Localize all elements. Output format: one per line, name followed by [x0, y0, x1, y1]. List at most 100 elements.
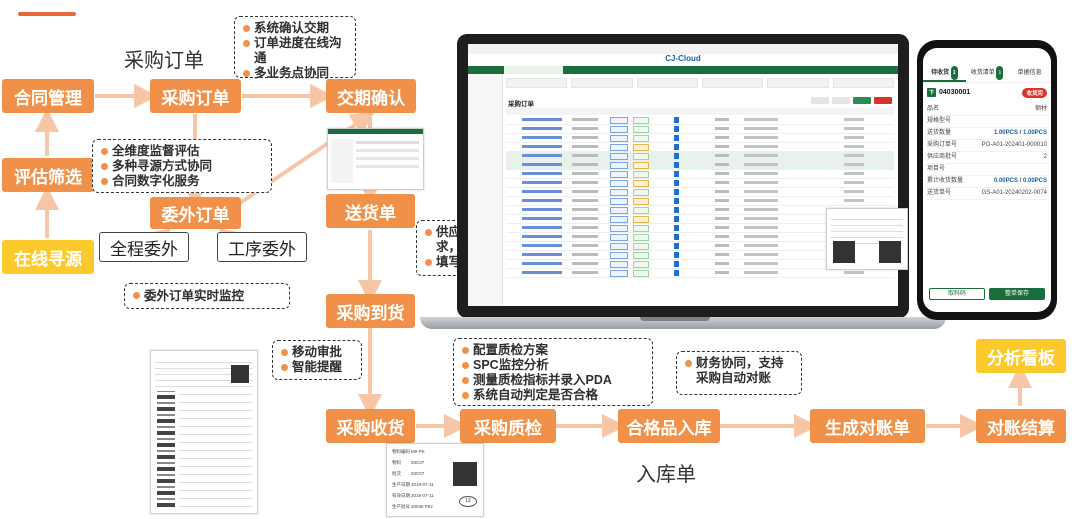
note-delivery-confirm: 系统确认交期 订单进度在线沟通 多业务点协同 [234, 16, 356, 80]
note-line: 智能提醒 [292, 360, 343, 374]
node-full-outsourcing[interactable]: 全程委外 [99, 232, 189, 262]
table-toolbar[interactable] [811, 97, 892, 104]
label-key: 生产批号 [392, 504, 410, 509]
table-row[interactable] [506, 143, 894, 152]
phone-tab-pending[interactable]: 待收货 1 [923, 66, 966, 82]
phone-tab-list[interactable]: 收货清单 1 [966, 66, 1009, 82]
tab-label: 待收货 [931, 70, 950, 76]
laptop-app: CJ-Cloud 采购订单 [468, 44, 898, 306]
delivery-note-document [826, 208, 908, 270]
save-all-button[interactable]: 整单保存 [989, 288, 1045, 300]
label-value: M0-PK [411, 449, 425, 454]
node-purchase-order[interactable]: 采购订单 [150, 79, 241, 113]
node-evaluation-screening[interactable]: 评估筛选 [2, 158, 94, 192]
note-line: 配置质检方案 [473, 343, 549, 357]
note-qc: 配置质检方案 SPC监控分析 测量质检指标并录入PDA 系统自动判定是否合格 [453, 338, 653, 406]
note-line: 委外订单实时监控 [144, 289, 245, 303]
phone-buttons: 取料码 整单保存 [929, 288, 1045, 300]
label-value: 03C07 [411, 460, 425, 465]
section-label-warehouse-receipt: 入库单 [636, 464, 696, 486]
section-label-purchase-order: 采购订单 [124, 50, 204, 72]
note-line: 全维度监督评估 [112, 144, 200, 158]
node-online-sourcing[interactable]: 在线寻源 [2, 240, 94, 274]
node-delivery-note[interactable]: 送货单 [326, 194, 415, 228]
laptop-base [420, 317, 946, 329]
note-line: SPC监控分析 [473, 358, 549, 372]
label-key: 生产日期 [392, 482, 410, 487]
thumbnail-screenshot [327, 128, 424, 190]
tab-label: 单据信息 [1017, 70, 1042, 76]
receive-button[interactable]: 收货完 [1022, 88, 1047, 98]
note-line: 系统确认交期 [254, 21, 330, 35]
note-line: 多种寻源方式协同 [112, 159, 213, 173]
note-line: 移动审批 [292, 345, 343, 359]
note-mobile: 移动审批 智能提醒 [272, 340, 362, 380]
table-row[interactable] [506, 134, 894, 143]
note-line: 系统自动判定是否合格 [473, 388, 599, 402]
table-row[interactable] [506, 170, 894, 179]
laptop-screen: CJ-Cloud 采购订单 [457, 34, 909, 318]
inspection-report-document [150, 350, 258, 514]
table-row[interactable] [506, 197, 894, 206]
label-key: 物料 [392, 460, 401, 465]
app-top-bar [468, 44, 898, 54]
label-value: 2019-07-11 [411, 493, 434, 498]
app-tab[interactable] [504, 66, 563, 74]
detail-line: 品名钢材 [927, 104, 1047, 116]
detail-line: 规格型号 [927, 116, 1047, 128]
note-line: 财务协同，支持采购自动对账 [696, 356, 784, 385]
node-process-outsourcing[interactable]: 工序委外 [217, 232, 307, 262]
table-row[interactable] [506, 188, 894, 197]
node-purchase-receipt[interactable]: 采购收货 [326, 409, 415, 443]
qty-badge: 12 [459, 496, 477, 507]
filter-bar[interactable] [506, 78, 894, 88]
node-outsourcing-order[interactable]: 委外订单 [150, 197, 241, 229]
label-value: 20036 P02 [411, 504, 433, 509]
node-reconciliation[interactable]: 对账结算 [976, 409, 1066, 443]
note-line: 合同数字化服务 [112, 174, 200, 188]
table-row[interactable] [506, 161, 894, 170]
node-analysis-board[interactable]: 分析看板 [976, 339, 1066, 373]
label-value: 03C07 [411, 471, 425, 476]
tab-badge: 1 [996, 66, 1004, 80]
label-value: 2019-07-11 [411, 482, 434, 487]
node-purchase-qc[interactable]: 采购质检 [460, 409, 556, 443]
node-delivery-confirm[interactable]: 交期确认 [326, 79, 416, 113]
note-line: 测量质检指标并录入PDA [473, 373, 612, 387]
table-row[interactable] [506, 125, 894, 134]
table-row[interactable] [506, 116, 894, 125]
table-header [506, 108, 894, 115]
qr-code-icon [453, 462, 477, 486]
node-contract-management[interactable]: 合同管理 [2, 79, 94, 113]
table-row[interactable] [506, 260, 894, 269]
table-row[interactable] [506, 152, 894, 161]
app-sidebar [468, 74, 503, 306]
note-finance: 财务协同，支持采购自动对账 [676, 351, 802, 395]
table-row[interactable] [506, 269, 894, 278]
app-title: CJ-Cloud [665, 54, 701, 63]
laptop-notch [640, 317, 710, 321]
note-line: 订单进度在线沟通 [254, 36, 342, 65]
phone-tabs: 待收货 1 收货清单 1 单据信息 [923, 66, 1051, 83]
accent-line [18, 12, 76, 16]
doc-number: 04030001 [939, 89, 971, 96]
detail-line: 项目号 [927, 164, 1047, 176]
node-qualified-storage[interactable]: 合格品入库 [618, 409, 720, 443]
table-row[interactable] [506, 179, 894, 188]
node-purchase-arrival[interactable]: 采购到货 [326, 294, 415, 328]
material-code-button[interactable]: 取料码 [929, 288, 985, 300]
table-title: 采购订单 [508, 101, 534, 108]
node-generate-statement[interactable]: 生成对账单 [810, 409, 925, 443]
phone-tab-info[interactable]: 单据信息 [1008, 66, 1051, 82]
note-line: 多业务点协同 [254, 66, 330, 80]
